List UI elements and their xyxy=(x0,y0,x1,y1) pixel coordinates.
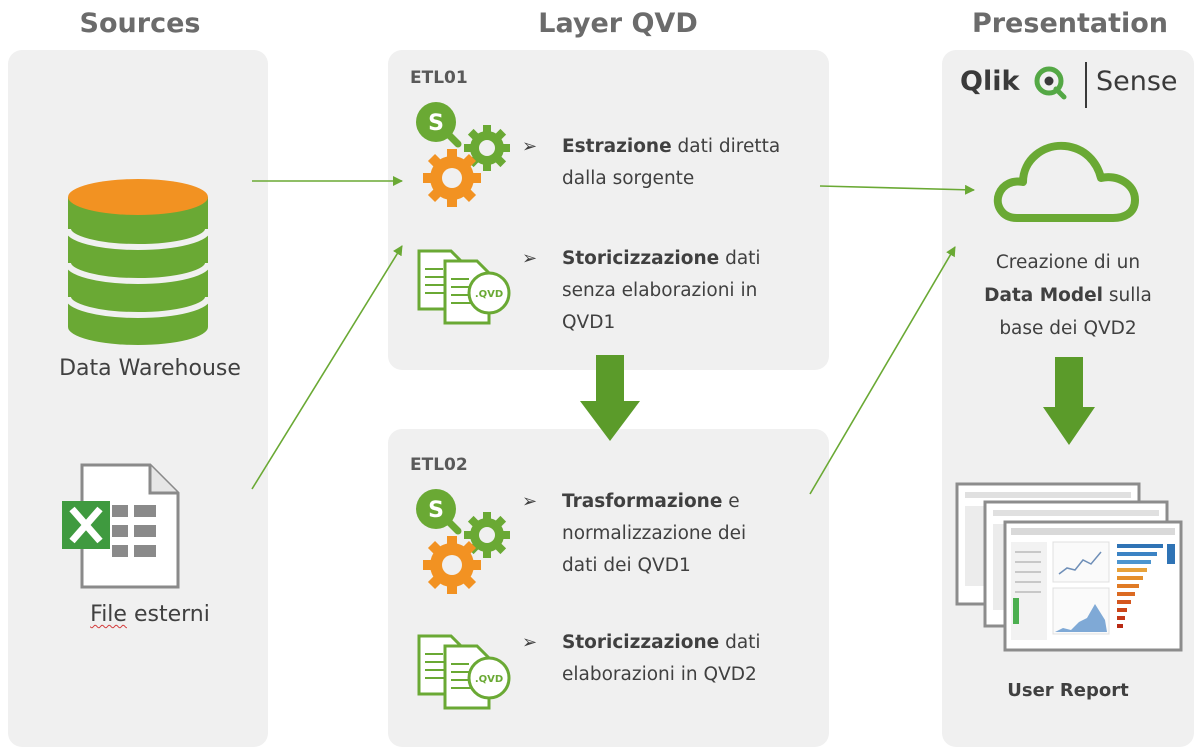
extraction-bold: Estrazione xyxy=(562,136,672,157)
logo-divider xyxy=(1085,62,1087,108)
sources-panel xyxy=(8,50,268,747)
historicization-line2: senza elaborazioni in xyxy=(562,280,758,301)
data-warehouse-label: Data Warehouse xyxy=(59,356,241,381)
transformation-bold: Trasformazione xyxy=(562,491,723,512)
script-gears-icon-2: S xyxy=(416,489,510,594)
qvd-files-icon-2: .QVD xyxy=(417,634,511,710)
etl01-title: ETL01 xyxy=(410,68,468,88)
transformation-line2: normalizzazione dei xyxy=(562,523,747,544)
bullet-arrow-icon: ➢ xyxy=(522,248,538,269)
user-report-label: User Report xyxy=(1007,680,1129,701)
sense-wordmark: Sense xyxy=(1096,66,1178,97)
etl01-item-extraction: ➢ Estrazione dati diretta dalla sorgente xyxy=(522,131,812,195)
cloud-icon xyxy=(993,141,1139,222)
etl02-title: ETL02 xyxy=(410,455,468,475)
arrow-etl02-to-presentation xyxy=(809,246,956,495)
down-arrow-presentation xyxy=(1043,357,1095,445)
historicization2-line2: elaborazioni in QVD2 xyxy=(562,664,757,685)
qlik-sense-logo: Qlik Sense xyxy=(960,62,1190,108)
down-arrow-etl xyxy=(580,355,640,441)
sources-title: Sources xyxy=(79,8,201,39)
script-gears-icon: S xyxy=(416,102,510,207)
qlik-q-icon xyxy=(1034,66,1067,100)
file-esterni-label: File esterni xyxy=(40,602,260,627)
data-model-description: Creazione di un Data Model sulla base de… xyxy=(946,246,1190,345)
arrow-etl01-to-presentation xyxy=(819,184,975,195)
desc-bold: Data Model xyxy=(984,285,1103,306)
extraction-rest: dati diretta xyxy=(671,136,781,157)
excel-file-icon xyxy=(62,463,180,589)
transformation-line3: dati dei QVD1 xyxy=(562,555,691,576)
extraction-line2: dalla sorgente xyxy=(562,168,695,189)
qlik-wordmark: Qlik xyxy=(960,66,1020,97)
etl02-item-transformation: ➢ Trasformazione e normalizzazione dei d… xyxy=(522,486,812,582)
historicization-bold: Storicizzazione xyxy=(562,248,720,269)
desc-line1: Creazione di un xyxy=(995,252,1141,273)
etl01-item-historicization: ➢ Storicizzazione dati senza elaborazion… xyxy=(522,243,812,339)
historicization-rest: dati xyxy=(719,248,761,269)
s-badge-text-2: S xyxy=(428,498,444,523)
user-report-thumbnails xyxy=(955,482,1183,652)
desc-rest: sulla xyxy=(1102,285,1152,306)
presentation-title: Presentation xyxy=(971,8,1169,39)
s-badge-text: S xyxy=(428,111,444,136)
database-icon xyxy=(65,179,211,345)
qvd-files-icon: .QVD xyxy=(417,249,511,325)
historicization2-rest: dati xyxy=(719,632,761,653)
file-word: File xyxy=(90,602,127,627)
historicization-line3: QVD1 xyxy=(562,312,616,333)
bullet-arrow-icon: ➢ xyxy=(522,491,538,512)
transformation-rest: e xyxy=(722,491,740,512)
esterni-word: esterni xyxy=(126,602,210,627)
layer-qvd-title: Layer QVD xyxy=(538,8,698,39)
historicization2-bold: Storicizzazione xyxy=(562,632,720,653)
etl02-item-historicization: ➢ Storicizzazione dati elaborazioni in Q… xyxy=(522,627,812,691)
qvd-badge-text-2: .QVD xyxy=(475,674,503,685)
arrow-files-to-etl01 xyxy=(251,245,403,490)
qvd-badge-text: .QVD xyxy=(475,289,503,300)
desc-line3: base dei QVD2 xyxy=(999,318,1137,339)
bullet-arrow-icon: ➢ xyxy=(522,136,538,157)
bullet-arrow-icon: ➢ xyxy=(522,632,538,653)
